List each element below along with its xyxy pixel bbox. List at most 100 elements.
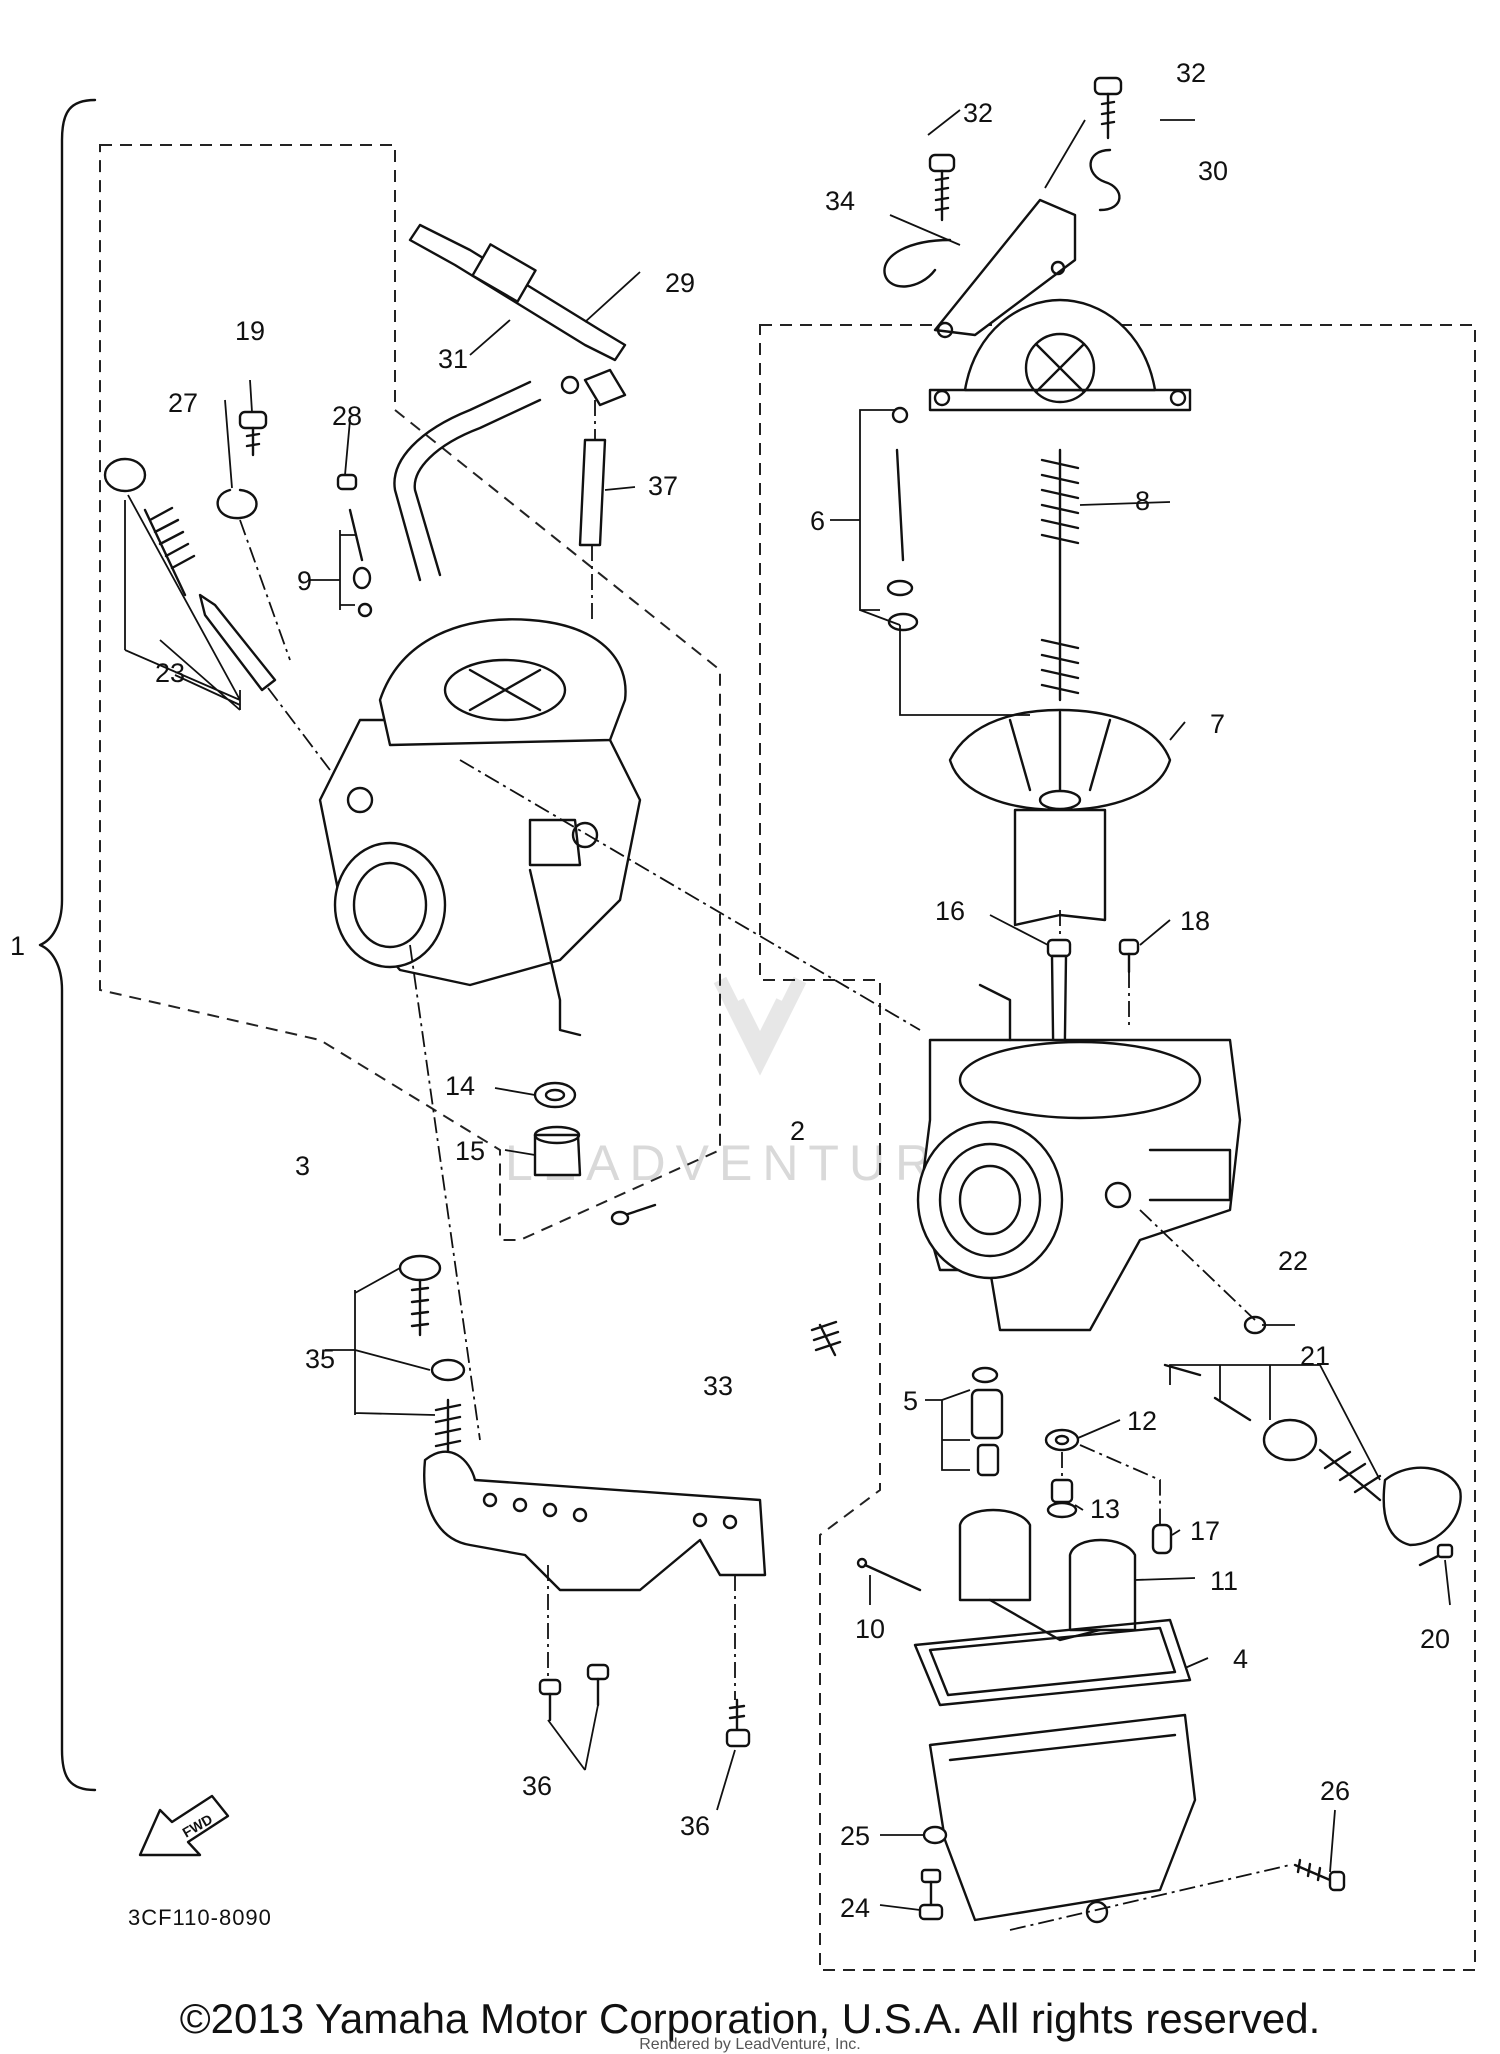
right-carb-group-boundary [759, 324, 1476, 1971]
watermark-text: LEADVENTURE [505, 1135, 985, 1191]
washer-12 [1044, 1428, 1080, 1452]
callout-34: 34 [825, 186, 855, 216]
diaphragm-piston-7 [948, 708, 1172, 927]
cable-bracket [933, 198, 1077, 339]
link-line-left-bracket [409, 944, 481, 1441]
callout-33: 33 [703, 1371, 733, 1401]
plug-17 [1151, 1523, 1173, 1555]
callout-14: 14 [445, 1071, 475, 1101]
callout-31: 31 [438, 344, 468, 374]
callout-30: 30 [1198, 156, 1228, 186]
hose-37 [578, 438, 607, 547]
screw-32a [928, 153, 956, 222]
callout-20: 20 [1420, 1624, 1450, 1654]
callout-10: 10 [855, 1614, 885, 1644]
screw-24 [918, 1868, 944, 1921]
callout-22: 22 [1278, 1246, 1308, 1276]
clip-27 [216, 488, 258, 520]
screw-small-left [610, 1203, 657, 1226]
choke-plunger-23 [103, 457, 277, 692]
copyright-notice: ©2013 Yamaha Motor Corporation, U.S.A. A… [179, 1995, 1321, 2042]
callout-18: 18 [1180, 906, 1210, 936]
callout-9: 9 [297, 566, 312, 596]
pilot-jet-13 [1046, 1478, 1078, 1519]
screw-32b [1093, 76, 1123, 140]
screw-35 [398, 1254, 466, 1462]
callout-36a: 36 [522, 1771, 552, 1801]
callout-4: 4 [1233, 1644, 1248, 1674]
callout-17: 17 [1190, 1516, 1220, 1546]
callout-16: 16 [935, 896, 965, 926]
callout-32b: 32 [1176, 58, 1206, 88]
left-carb-group-boundary [99, 144, 721, 1241]
callout-13: 13 [1090, 1494, 1120, 1524]
callout-27: 27 [168, 388, 198, 418]
screw-20 [1418, 1543, 1454, 1567]
float-bowl [928, 1713, 1197, 1924]
needle-set-6 [886, 406, 919, 632]
callout-29: 29 [665, 268, 695, 298]
link-line-27 [239, 519, 291, 661]
callout-37: 37 [648, 471, 678, 501]
screw-26 [1293, 1858, 1346, 1892]
spring-8 [1040, 448, 1080, 702]
watermark-logo [713, 976, 807, 1076]
screw-19 [238, 410, 268, 457]
screw-36-single [725, 1698, 751, 1748]
callout-35: 35 [305, 1344, 335, 1374]
callout-5: 5 [903, 1386, 918, 1416]
leader-lines [124, 109, 1451, 1911]
throttle-linkage [528, 868, 582, 1037]
callout-15: 15 [455, 1136, 485, 1166]
fuel-pipe-29 [408, 223, 627, 407]
link-line-bowl [1009, 1864, 1291, 1931]
callout-24: 24 [840, 1893, 870, 1923]
callout-3: 3 [295, 1151, 310, 1181]
callout-labels: 1 2 3 4 5 6 7 8 9 10 11 12 13 14 15 16 1… [10, 58, 1450, 1923]
nut-15 [533, 1125, 582, 1177]
callout-8: 8 [1135, 486, 1150, 516]
washer-14 [533, 1081, 577, 1109]
callout-12: 12 [1127, 1406, 1157, 1436]
forward-arrow: FWD [138, 1794, 230, 1857]
screw-18 [1118, 938, 1140, 974]
cap-28 [336, 473, 358, 491]
callout-23: 23 [155, 658, 185, 688]
rendered-by-notice: Rendered by LeadVenture, Inc. [639, 2036, 861, 2053]
washer-25 [922, 1825, 948, 1845]
callout-32a: 32 [963, 98, 993, 128]
diagram-part-code: 3CF110-8090 [128, 1905, 272, 1930]
callout-11: 11 [1210, 1566, 1238, 1596]
callout-21: 21 [1300, 1341, 1330, 1371]
link-line-17 [1079, 1444, 1161, 1525]
callout-19: 19 [235, 316, 265, 346]
float-11 [958, 1508, 1137, 1642]
assembly-brace [38, 98, 97, 1792]
link-line-left-to-right [459, 759, 921, 1031]
link-line-23 [267, 687, 331, 771]
right-carburetor-body [916, 983, 1242, 1332]
link-line-36 [547, 1565, 736, 1700]
jet-set-5 [970, 1366, 1004, 1477]
throttle-bracket [423, 1450, 767, 1592]
link-line-airscrew [1139, 1209, 1256, 1321]
float-pin-10 [856, 1557, 922, 1592]
left-carburetor-body [318, 618, 642, 987]
callout-25: 25 [840, 1821, 870, 1851]
callout-28: 28 [332, 401, 362, 431]
callout-36b: 36 [680, 1811, 710, 1841]
gasket-4 [913, 1618, 1192, 1707]
screw-36-pair [538, 1663, 610, 1722]
hose-31 [393, 380, 542, 582]
clip-30 [1089, 148, 1121, 212]
callout-1: 1 [10, 931, 25, 961]
callout-7: 7 [1210, 709, 1225, 739]
callout-6: 6 [810, 506, 825, 536]
diaphragm-cover [928, 298, 1192, 412]
spring-33 [810, 1320, 842, 1357]
clip-34 [883, 238, 952, 288]
callout-2: 2 [790, 1116, 805, 1146]
starter-set-9 [348, 508, 373, 618]
callout-26: 26 [1320, 1776, 1350, 1806]
